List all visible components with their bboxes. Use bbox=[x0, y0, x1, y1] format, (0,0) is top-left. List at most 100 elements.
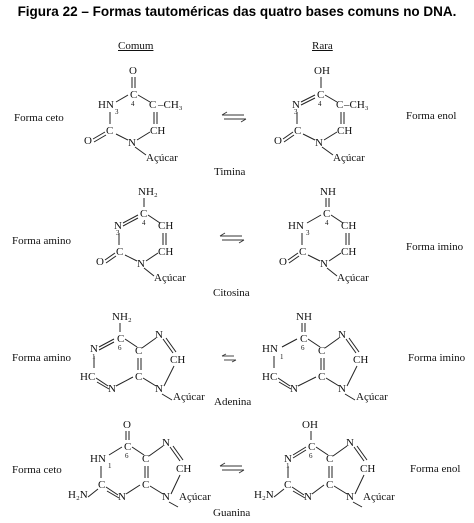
atom-n9: N bbox=[338, 383, 346, 395]
atom-n7: N bbox=[346, 437, 354, 449]
cytosine-name: Citosina bbox=[213, 287, 250, 299]
atom-o: O bbox=[129, 65, 137, 77]
atom-n9: N bbox=[162, 491, 170, 503]
atom-n3: N bbox=[114, 220, 122, 232]
atom-c4: C bbox=[140, 208, 147, 220]
thymine-right-form: Forma enol bbox=[406, 110, 457, 122]
num-6: 6 bbox=[301, 344, 305, 352]
atom-oh: OH bbox=[314, 65, 330, 77]
atom-n1: N bbox=[284, 453, 292, 465]
num-4: 4 bbox=[325, 219, 329, 227]
atom-ch-8: CH bbox=[360, 463, 375, 475]
atom-hn: HN bbox=[98, 99, 114, 111]
atom-ch3: –CH₃ bbox=[343, 99, 369, 111]
atom-n3: N bbox=[290, 383, 298, 395]
atom-sugar: Açúcar bbox=[179, 491, 211, 503]
atom-sugar: Açúcar bbox=[363, 491, 395, 503]
atom-hn-1: HN bbox=[90, 453, 106, 465]
num-1: 1 bbox=[108, 462, 112, 470]
adenine-right-form: Forma imino bbox=[408, 352, 466, 364]
guanine-right-form: Forma enol bbox=[410, 463, 461, 475]
num-3: 3 bbox=[306, 229, 310, 237]
atom-ch: CH bbox=[337, 125, 352, 137]
atom-c6: C bbox=[300, 333, 307, 345]
atom-o2: O bbox=[274, 135, 282, 147]
atom-nh2: NH₂ bbox=[112, 311, 132, 323]
guanine-left-form: Forma ceto bbox=[12, 464, 62, 476]
atom-nh: NH bbox=[320, 186, 336, 198]
atom-n3: N bbox=[118, 491, 126, 503]
atom-h2n: H₂N bbox=[254, 489, 274, 501]
atom-ch-5: CH bbox=[158, 220, 173, 232]
thymine-enol-structure: OH C 4 N 3 C –CH₃ CH C O N Açúcar bbox=[274, 65, 369, 164]
atom-n7: N bbox=[162, 437, 170, 449]
atom-c2: C bbox=[116, 246, 123, 258]
atom-n9: N bbox=[155, 383, 163, 395]
atom-sugar: Açúcar bbox=[333, 152, 365, 164]
atom-ch-8: CH bbox=[170, 354, 185, 366]
header-rare: Rara bbox=[312, 40, 333, 52]
num-4: 4 bbox=[142, 219, 146, 227]
atom-o: O bbox=[96, 256, 104, 268]
atom-sugar: Açúcar bbox=[337, 272, 369, 284]
equilibrium-arrow-cytosine bbox=[219, 232, 245, 244]
atom-ch3: –CH₃ bbox=[157, 99, 183, 111]
atom-ch-8: CH bbox=[353, 354, 368, 366]
atom-c2: C bbox=[299, 246, 306, 258]
atom-c4: C bbox=[323, 208, 330, 220]
atom-n1: N bbox=[315, 137, 323, 149]
atom-c2: C bbox=[106, 125, 113, 137]
atom-c4: C bbox=[326, 479, 333, 491]
num-4: 4 bbox=[318, 100, 322, 108]
atom-o2: O bbox=[84, 135, 92, 147]
atom-oh: OH bbox=[302, 419, 318, 431]
atom-c6: C bbox=[308, 441, 315, 453]
cytosine-right-form: Forma imino bbox=[406, 241, 464, 253]
atom-ch: CH bbox=[150, 125, 165, 137]
atom-c4: C bbox=[130, 89, 137, 101]
atom-n1: N bbox=[137, 258, 145, 270]
adenine-left-form: Forma amino bbox=[12, 352, 71, 364]
equilibrium-arrow-adenine bbox=[221, 353, 237, 363]
atom-hc-2: HC bbox=[262, 371, 277, 383]
atom-c6: C bbox=[117, 333, 124, 345]
atom-c4: C bbox=[142, 479, 149, 491]
atom-h2n: H₂N bbox=[68, 489, 88, 501]
atom-c4: C bbox=[317, 89, 324, 101]
atom-c5: C bbox=[142, 453, 149, 465]
atom-c5: C bbox=[326, 453, 333, 465]
atom-n3: N bbox=[292, 99, 300, 111]
atom-sugar: Açúcar bbox=[146, 152, 178, 164]
guanine-keto-structure: O C 6 HN 1 C N CH C N C N H₂N Açúcar bbox=[68, 419, 211, 508]
atom-ch-6: CH bbox=[158, 246, 173, 258]
atom-o: O bbox=[279, 256, 287, 268]
num-6: 6 bbox=[118, 344, 122, 352]
thymine-name: Timina bbox=[214, 166, 246, 178]
atom-n1: N bbox=[128, 137, 136, 149]
equilibrium-arrow-thymine bbox=[221, 111, 247, 123]
atom-o: O bbox=[123, 419, 131, 431]
atom-c5: C bbox=[135, 345, 142, 357]
atom-c2: C bbox=[98, 479, 105, 491]
atom-n1: N bbox=[320, 258, 328, 270]
num-4: 4 bbox=[131, 100, 135, 108]
equilibrium-arrow-guanine bbox=[219, 462, 245, 474]
atom-ch-5: CH bbox=[341, 220, 356, 232]
adenine-amino-structure: NH₂ C 6 N 1 C N CH C N HC N Açúcar bbox=[80, 311, 205, 403]
atom-hc-2: HC bbox=[80, 371, 95, 383]
adenine-name: Adenina bbox=[214, 396, 252, 408]
atom-c5: C bbox=[149, 99, 156, 111]
num-6: 6 bbox=[125, 452, 129, 460]
atom-ch-6: CH bbox=[341, 246, 356, 258]
thymine-keto-structure: O C 4 HN 3 C –CH₃ CH C O N Açúcar bbox=[84, 65, 183, 164]
atom-hn: HN bbox=[288, 220, 304, 232]
atom-c5: C bbox=[318, 345, 325, 357]
cytosine-amino-structure: NH₂ C 4 N 3 CH CH C O N Açúcar bbox=[96, 186, 186, 284]
atom-n3: N bbox=[108, 383, 116, 395]
atom-n1: N bbox=[90, 343, 98, 355]
atom-sugar: Açúcar bbox=[154, 272, 186, 284]
atom-hn-1: HN bbox=[262, 343, 278, 355]
atom-n9: N bbox=[346, 491, 354, 503]
atom-c5: C bbox=[336, 99, 343, 111]
cytosine-imino-structure: NH C 4 HN 3 CH CH C O N Açúcar bbox=[279, 186, 369, 284]
